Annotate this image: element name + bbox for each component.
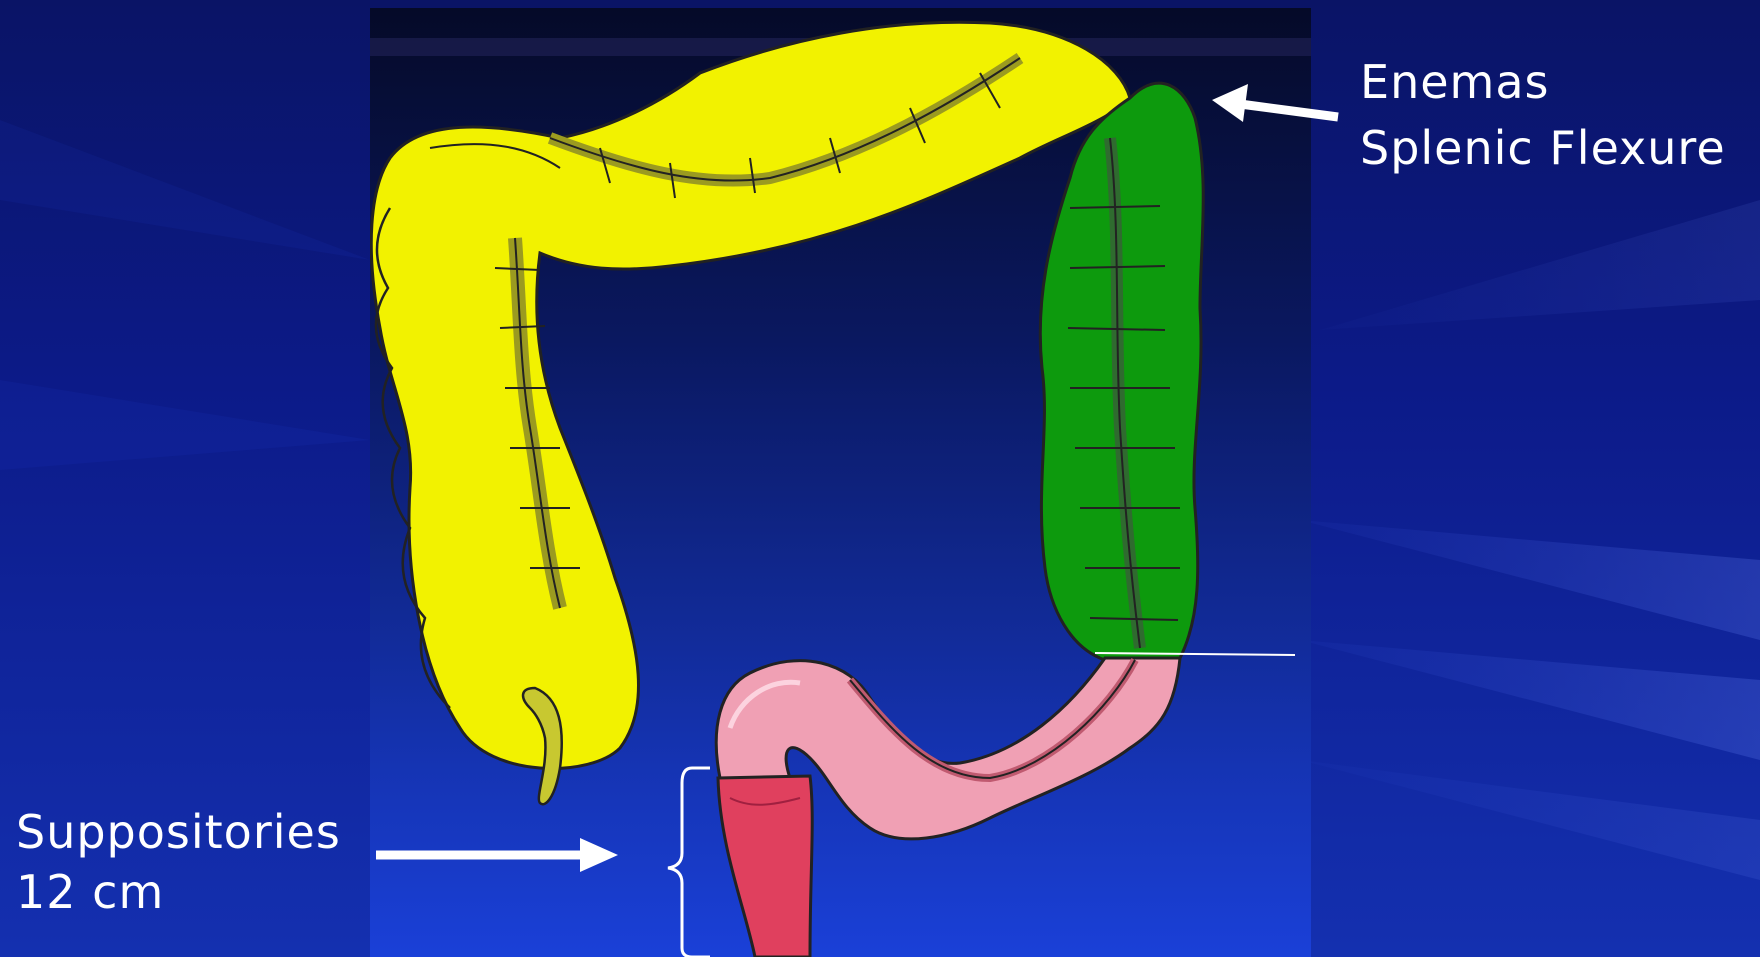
suppositories-label: Suppositories <box>16 806 341 858</box>
suppository-depth-label: 12 cm <box>16 866 164 918</box>
colon-illustration-panel <box>370 8 1311 957</box>
splenic-flexure-label: Splenic Flexure <box>1360 122 1726 174</box>
enemas-label: Enemas <box>1360 56 1549 108</box>
colon-diagram <box>370 8 1311 957</box>
